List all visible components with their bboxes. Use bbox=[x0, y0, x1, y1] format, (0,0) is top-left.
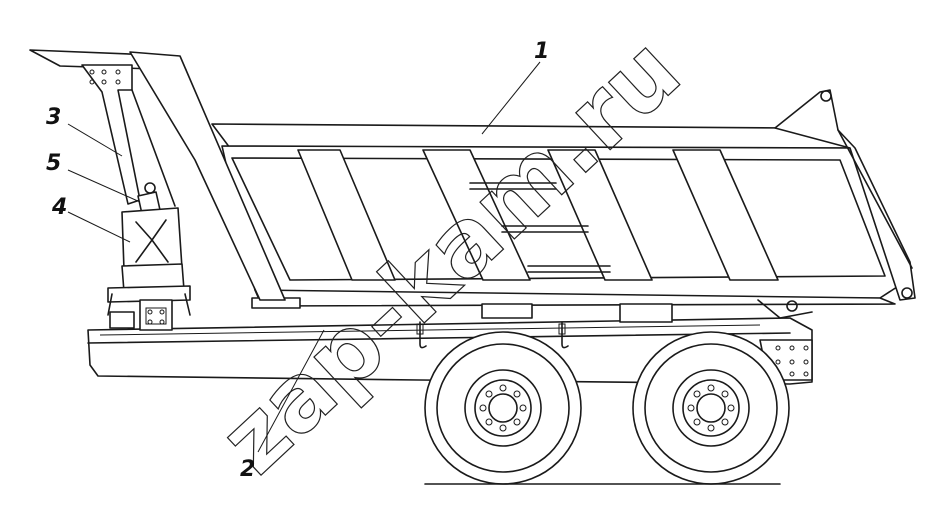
body-rib bbox=[422, 149, 531, 281]
leader-lines bbox=[67, 61, 541, 453]
body-rib bbox=[547, 149, 653, 281]
chassis-frame bbox=[87, 317, 813, 385]
wheel-nuts bbox=[479, 384, 527, 432]
lifting-mechanism bbox=[107, 182, 191, 331]
front-axle-wheel bbox=[424, 331, 582, 485]
callout-2: 2 bbox=[240, 457, 255, 482]
chassis-hooks bbox=[416, 321, 569, 349]
callout-4: 4 bbox=[51, 195, 67, 220]
rear-bracket-bolts bbox=[775, 345, 809, 377]
callout-1: 1 bbox=[534, 39, 549, 64]
callout-3: 3 bbox=[46, 105, 61, 130]
dump-body bbox=[211, 89, 916, 323]
rear-axle-wheel bbox=[632, 331, 790, 485]
front-canopy-strut bbox=[29, 49, 286, 301]
body-rib bbox=[297, 149, 396, 281]
strut-bolts bbox=[89, 69, 121, 85]
callout-5: 5 bbox=[46, 151, 61, 176]
body-rib bbox=[672, 149, 779, 281]
wheel-nuts bbox=[687, 384, 735, 432]
